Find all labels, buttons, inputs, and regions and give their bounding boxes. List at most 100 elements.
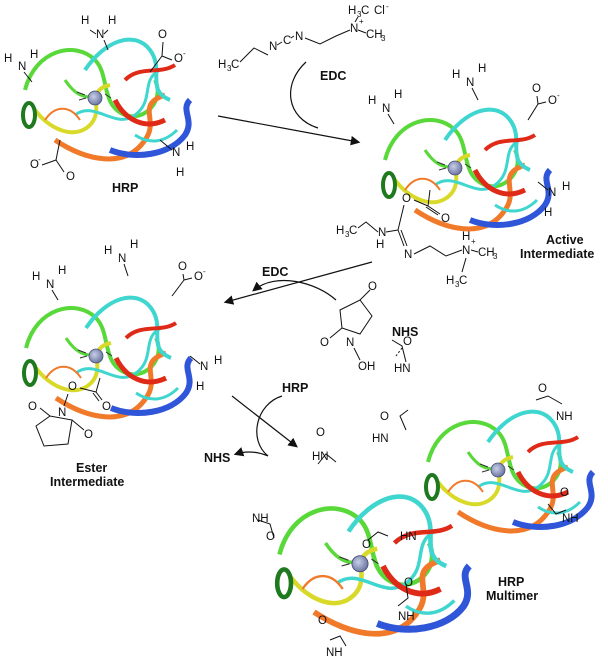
ester-nhs-group: O O N O O xyxy=(28,377,111,447)
svg-text:N: N xyxy=(466,77,474,89)
hrp-top-amine: H N H xyxy=(81,15,116,51)
svg-text:N: N xyxy=(96,29,104,41)
svg-text:H: H xyxy=(562,181,570,193)
svg-text:H: H xyxy=(368,95,376,107)
svg-text:N: N xyxy=(382,103,390,115)
svg-text:-: - xyxy=(38,155,41,164)
svg-text:O: O xyxy=(362,539,371,551)
svg-text:H: H xyxy=(348,5,356,17)
svg-text:3: 3 xyxy=(493,252,498,261)
svg-text:C: C xyxy=(231,59,239,71)
svg-text:NH: NH xyxy=(326,647,343,659)
svg-text:HN: HN xyxy=(312,451,329,463)
svg-text:HN: HN xyxy=(372,433,389,445)
svg-text:3: 3 xyxy=(345,230,350,239)
svg-text:O: O xyxy=(532,83,541,95)
svg-text:H: H xyxy=(32,271,40,283)
svg-text:N: N xyxy=(58,407,66,419)
edc-curved-arrow xyxy=(290,61,319,129)
active-left-amine: H N H xyxy=(368,89,402,125)
nhs-release-arrow xyxy=(233,395,283,457)
svg-text:+: + xyxy=(471,237,476,246)
edc-release-label: EDC xyxy=(262,265,288,279)
svg-text:N: N xyxy=(346,337,354,349)
svg-text:-: - xyxy=(557,91,560,100)
hrp-right-amine: N H H xyxy=(159,139,194,179)
svg-text:N: N xyxy=(46,279,54,291)
svg-text:HN: HN xyxy=(400,531,417,543)
svg-text:O: O xyxy=(380,411,389,423)
svg-text:O: O xyxy=(68,381,77,393)
svg-text:H: H xyxy=(130,239,138,251)
svg-text:N: N xyxy=(18,61,26,73)
svg-text:O: O xyxy=(316,427,325,439)
svg-text:N: N xyxy=(118,253,126,265)
active-label-2: Intermediate xyxy=(520,247,594,261)
svg-text:O: O xyxy=(84,429,93,441)
hrp-input-label: HRP xyxy=(282,381,308,395)
svg-text:3: 3 xyxy=(381,34,386,43)
svg-text:HN: HN xyxy=(394,363,411,375)
reaction-arrow-3 xyxy=(231,395,298,448)
svg-text:H: H xyxy=(462,231,470,243)
svg-text:O: O xyxy=(560,487,569,499)
svg-text:NH: NH xyxy=(562,513,579,525)
svg-text:OH: OH xyxy=(358,361,375,373)
svg-text:CH: CH xyxy=(478,247,495,259)
svg-text:H: H xyxy=(104,245,112,257)
nhs-structure: O O N OH xyxy=(320,281,377,373)
multimer-amide-text: HN O O NH O HN HN O O NH O HN O NH O NH … xyxy=(252,336,579,659)
svg-text:O: O xyxy=(266,531,275,543)
active-intermediate-protein xyxy=(383,110,550,229)
svg-text:O: O xyxy=(158,29,167,41)
svg-text:N: N xyxy=(548,187,556,199)
hrp-top-carboxylate: O O - xyxy=(149,29,186,73)
svg-text:-: - xyxy=(183,49,186,58)
svg-text:O: O xyxy=(402,193,411,205)
svg-text:O: O xyxy=(320,337,329,349)
edc-label: EDC xyxy=(320,69,346,83)
svg-text:3: 3 xyxy=(455,280,460,289)
svg-text:C: C xyxy=(283,35,291,47)
svg-text:H: H xyxy=(186,141,194,153)
svg-text:O: O xyxy=(404,577,413,589)
svg-text:H: H xyxy=(336,225,344,237)
svg-text:O: O xyxy=(318,615,327,627)
ester-label-1: Ester xyxy=(76,461,107,475)
svg-text:O: O xyxy=(178,261,187,273)
svg-text:H: H xyxy=(58,265,66,277)
hrp-left-amine: H N H xyxy=(4,49,38,83)
svg-text:H: H xyxy=(4,53,12,65)
nhs-release-label: NHS xyxy=(204,451,230,465)
svg-text:NH: NH xyxy=(398,611,415,623)
svg-text:NH: NH xyxy=(252,513,269,525)
svg-text:O: O xyxy=(368,281,377,293)
svg-text:N: N xyxy=(378,227,386,239)
active-o-acylisourea: O O H 3 C N H N N + H CH 3 H 3 C xyxy=(336,189,498,289)
svg-text:O: O xyxy=(28,401,37,413)
svg-text:H: H xyxy=(394,89,402,101)
hrp-label: HRP xyxy=(112,181,138,195)
active-top-amine: H N H xyxy=(452,63,486,101)
ester-top-amine: H N H xyxy=(104,239,138,277)
multimer-amide-links xyxy=(257,339,567,647)
svg-text:H: H xyxy=(478,63,486,75)
active-right-amine: N H H xyxy=(537,181,570,219)
svg-text:Cl: Cl xyxy=(374,5,385,17)
multimer-label-1: HRP xyxy=(498,575,524,589)
svg-text:C: C xyxy=(459,275,467,287)
svg-text:H: H xyxy=(452,69,460,81)
svg-text:H: H xyxy=(446,275,454,287)
svg-text:H: H xyxy=(30,49,38,61)
svg-text:3: 3 xyxy=(227,64,232,73)
ester-intermediate-protein xyxy=(24,298,191,417)
svg-text:O: O xyxy=(174,53,183,65)
svg-text:N: N xyxy=(350,23,358,35)
active-carboxylate: O O - xyxy=(527,83,560,121)
svg-text:C: C xyxy=(361,5,369,17)
svg-text:H: H xyxy=(196,381,204,393)
svg-text:H: H xyxy=(81,15,89,27)
svg-text:H: H xyxy=(218,59,226,71)
svg-text:O: O xyxy=(102,401,111,413)
